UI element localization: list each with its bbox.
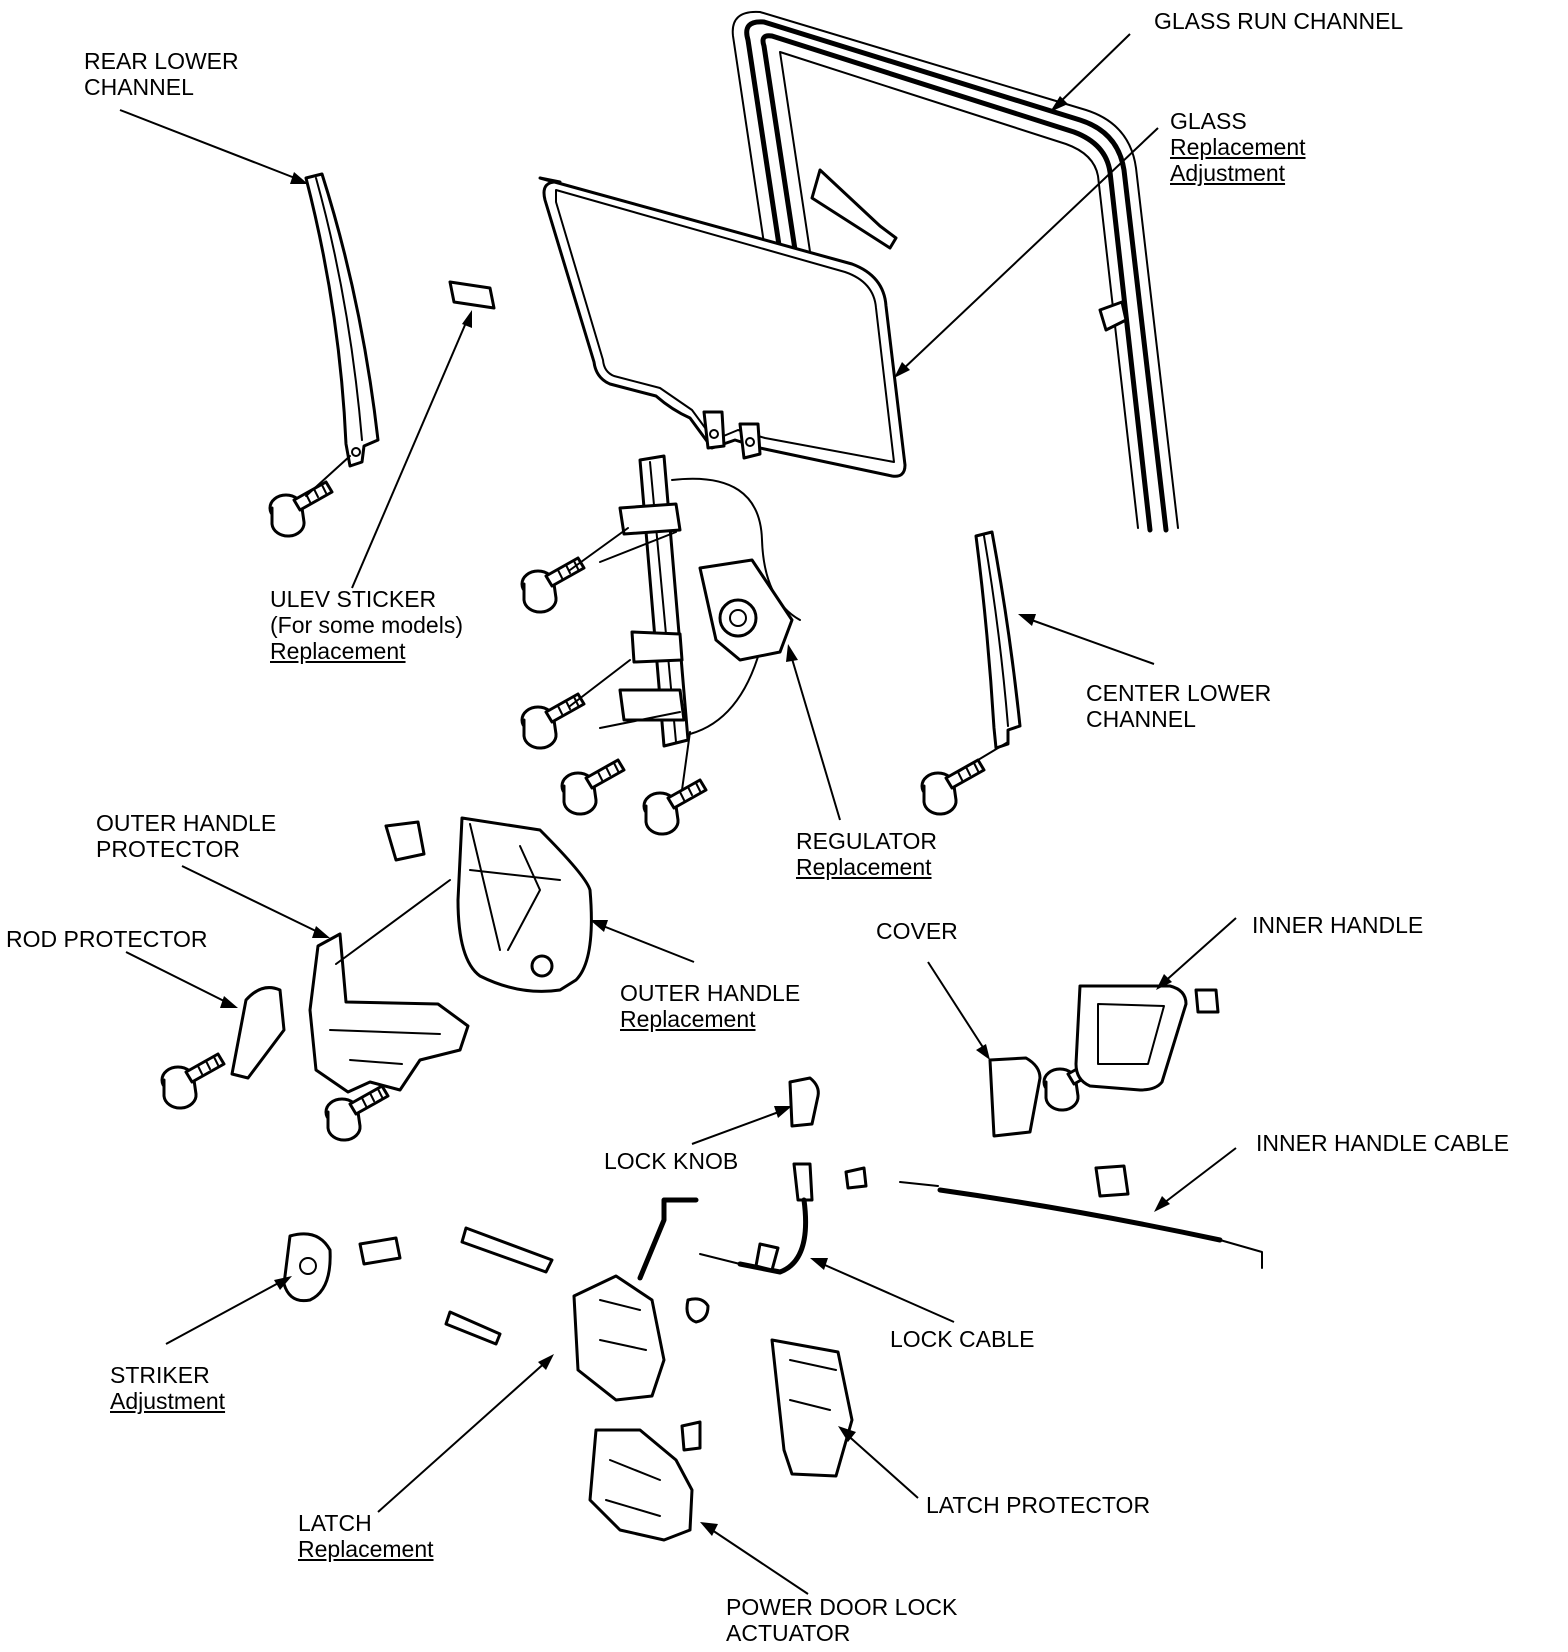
ulev-sticker-part <box>448 280 496 310</box>
latch-replacement-link[interactable]: Replacement <box>298 1536 434 1562</box>
label-regulator: REGULATOR Replacement <box>796 828 938 880</box>
ulev-replacement-link[interactable]: Replacement <box>270 638 406 664</box>
label-cover: COVER <box>876 918 958 944</box>
label-outer-handle: OUTER HANDLE Replacement <box>620 980 801 1032</box>
bolt-guide-lines <box>305 455 1009 791</box>
label-rod-protector: ROD PROTECTOR <box>6 926 208 952</box>
leader-lines <box>119 33 1237 1595</box>
regulator-part <box>618 454 801 748</box>
rod-protector-part <box>230 932 470 1094</box>
lock-knob-part <box>788 1076 820 1128</box>
glass-part <box>538 176 907 478</box>
label-lock-knob: LOCK KNOB <box>604 1148 739 1174</box>
label-center-lower-channel: CENTER LOWER CHANNEL <box>1086 680 1272 732</box>
cover-part <box>988 1056 1042 1138</box>
label-inner-handle-cable: INNER HANDLE CABLE <box>1256 1130 1510 1156</box>
latch-screws <box>358 1226 710 1452</box>
outer-handle-part <box>384 816 593 993</box>
rod-line <box>335 879 451 965</box>
label-latch-protector: LATCH PROTECTOR <box>926 1492 1151 1518</box>
outer-handle-replacement-link[interactable]: Replacement <box>620 1006 756 1032</box>
rear-lower-channel-part <box>304 172 380 468</box>
label-rear-lower-channel: REAR LOWER CHANNEL <box>84 48 239 100</box>
label-glass-run-channel: GLASS RUN CHANNEL <box>1154 8 1404 34</box>
glass-adjustment-link[interactable]: Adjustment <box>1170 160 1286 186</box>
glass-run-channel-part <box>731 10 1179 533</box>
label-power-door-lock-actuator: POWER DOOR LOCK ACTUATOR <box>726 1594 958 1646</box>
latch-protector-part <box>770 1338 854 1478</box>
striker-adjustment-link[interactable]: Adjustment <box>110 1388 226 1414</box>
label-striker: STRIKER Adjustment <box>110 1362 226 1414</box>
regulator-replacement-link[interactable]: Replacement <box>796 854 932 880</box>
lock-cable-part <box>699 1162 814 1275</box>
label-latch: LATCH Replacement <box>298 1510 434 1562</box>
center-lower-channel-part <box>974 530 1022 750</box>
inner-handle-cable-part <box>844 1164 1263 1269</box>
label-ulev-sticker: ULEV STICKER (For some models) Replaceme… <box>270 586 463 664</box>
glass-replacement-link[interactable]: Replacement <box>1170 134 1306 160</box>
striker-part <box>282 1232 332 1303</box>
power-door-lock-actuator-part <box>588 1428 694 1542</box>
bolts-handle <box>160 1052 1108 1142</box>
label-outer-handle-protector: OUTER HANDLE PROTECTOR <box>96 810 277 862</box>
label-glass: GLASS Replacement Adjustment <box>1170 108 1306 186</box>
label-inner-handle: INNER HANDLE <box>1252 912 1424 938</box>
inner-handle-part <box>1074 984 1220 1092</box>
label-lock-cable: LOCK CABLE <box>890 1326 1035 1352</box>
latch-part <box>572 1197 699 1402</box>
